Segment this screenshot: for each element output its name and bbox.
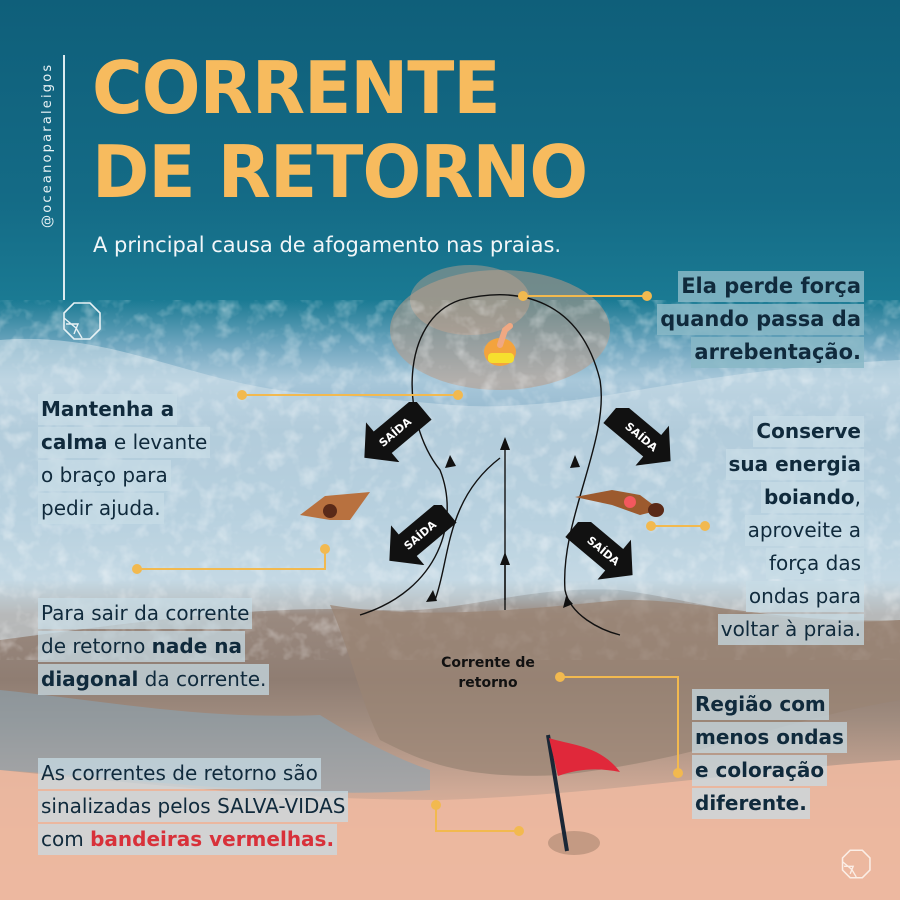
red-flag-icon (546, 734, 620, 855)
swimmer-icon-right (575, 490, 664, 517)
callout-red-flags: As correntes de retorno são sinalizadas … (38, 757, 349, 856)
exit-arrow-icon-1: SAÍDA (364, 402, 432, 462)
callout-loses-strength: Ela perde força quando passa da arrebent… (657, 270, 864, 369)
callout-region-fewer-waves: Região com menos ondas e coloração difer… (692, 688, 847, 820)
callout-stay-calm: Mantenha a calma e levante o braço para … (38, 393, 211, 525)
swimmer-icon-top (484, 323, 516, 366)
rip-current-label: Corrente de retorno (441, 655, 535, 691)
current-loop (359, 294, 621, 636)
current-arrow-icon (426, 437, 580, 608)
callout-conserve-energy: Conserve sua energia boiando, aproveite … (717, 415, 864, 646)
vertical-divider (63, 55, 65, 300)
octagon-logo-icon-bottom (841, 849, 871, 879)
exit-arrow-icon-4: SAÍDA (565, 522, 633, 580)
subtitle: A principal causa de afogamento nas prai… (93, 233, 562, 257)
swimmer-icon-left (300, 492, 370, 520)
title-line-2: DE RETORNO (92, 130, 588, 214)
callout-swim-diagonal: Para sair da corrente de retorno nade na… (38, 597, 270, 696)
exit-arrow-icon-2: SAÍDA (389, 505, 457, 565)
exit-arrow-icon-3: SAÍDA (603, 408, 671, 466)
octagon-logo-icon (63, 302, 101, 340)
title-line-1: CORRENTE (92, 46, 501, 130)
